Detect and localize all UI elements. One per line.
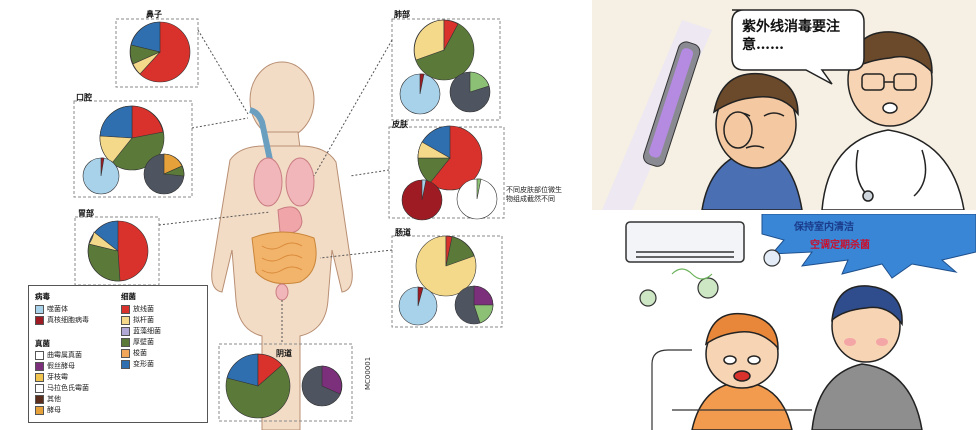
uv-lamp [602,20,712,210]
uv-cartoon-artwork [592,0,976,210]
stomach-pie [87,220,149,282]
legend-label: 蓝藻细菌 [133,327,161,335]
legend-swatch [121,326,130,336]
speech-bubble-text: 紫外线消毒要注意…… [742,19,840,53]
intestine-pie-bacteria [415,235,477,297]
legend-item: 曲霉属真菌 [35,350,82,360]
diagram-artwork [73,18,505,430]
nose-pie [129,21,191,83]
legend-label: 梭菌 [133,349,147,357]
skin-pie-fungi [456,178,498,220]
legend-label: 变形菌 [133,360,154,368]
legend-swatch [35,350,44,360]
vagina-pie-bacteria [225,353,291,419]
lung-label: 肺部 [394,10,410,19]
germ-icons [639,249,781,307]
legend-swatch [35,394,44,404]
legend-label: 马拉色氏霉菌 [47,384,89,392]
legend-label: 芽枝霉 [47,373,68,381]
legend-item: 其他 [35,394,61,404]
legend-swatch [121,337,130,347]
legend-swatch [121,359,130,369]
oral-pie-bacteria [99,105,165,171]
skin-pie-bacteria [417,125,483,191]
legend-label: 其他 [47,395,61,403]
air-conditioner-cartoon: 保持室内清洁 空调定期杀菌 [612,214,976,430]
legend-item: 变形菌 [121,359,154,369]
legend-item: 假丝酵母 [35,361,75,371]
girl-character [691,312,793,430]
doctor-character [821,31,965,210]
legend-label: 假丝酵母 [47,362,75,370]
legend-label: 厚壁菌 [133,338,154,346]
legend-item: 酵母 [35,405,61,415]
legend-item: 芽枝霉 [35,372,68,382]
oral-pie-virus [82,157,120,195]
legend-label: 真核细胞病毒 [47,316,89,324]
skin-note: 不同皮肤部位微生物组成截然不同 [506,186,562,203]
tip-sign-line2: 空调定期杀菌 [810,240,870,251]
legend: 病毒 噬菌体 真核细胞病毒 真菌 曲霉属真菌 假丝酵母 芽枝霉 马拉色氏霉菌 其… [28,285,208,423]
skin-label: 皮肤 [392,120,408,129]
lung-pie-bacteria [413,19,475,81]
legend-item: 梭菌 [121,348,147,358]
air-conditioner-unit [625,221,745,263]
intestine-pie-fungi [454,285,494,325]
legend-fungi-title: 真菌 [35,339,50,348]
vagina-label: 阴道 [276,349,292,358]
lung-pie-fungi [449,71,491,113]
legend-bacteria-title: 细菌 [121,292,136,301]
connector-lines [158,29,393,344]
intestine-pie-virus [398,286,438,326]
boy-character [701,72,803,210]
legend-swatch [35,405,44,415]
panel-boxes [73,18,505,422]
mother-character [811,285,923,430]
legend-label: 拟杆菌 [133,316,154,324]
stomach-label: 胃部 [78,209,94,218]
tip-sign-line1: 保持室内清洁 [794,222,854,233]
legend-swatch [35,383,44,393]
bed [651,349,812,430]
speech-bubble [731,9,865,85]
legend-swatch [35,361,44,371]
legend-item: 拟杆菌 [121,315,154,325]
intestine-label: 肠道 [395,228,411,237]
vagina-pie-fungi [301,365,343,407]
organs [249,107,317,301]
legend-virus-title: 病毒 [35,292,50,301]
legend-item: 马拉色氏霉菌 [35,383,89,393]
oral-label: 口腔 [76,93,92,102]
legend-item: 真核细胞病毒 [35,315,89,325]
nose-label: 鼻子 [146,10,162,19]
legend-item: 噬菌体 [35,304,68,314]
legend-swatch [121,304,130,314]
skin-pie-virus [401,179,443,221]
oral-pie-fungi [143,153,185,195]
legend-swatch [121,348,130,358]
legend-swatch [35,372,44,382]
legend-label: 放线菌 [133,305,154,313]
figure-code: MC00001 [364,356,372,390]
legend-label: 曲霉属真菌 [47,351,82,359]
legend-item: 厚壁菌 [121,337,154,347]
legend-swatch [121,315,130,325]
legend-swatch [35,304,44,314]
legend-item: 放线菌 [121,304,154,314]
lung-pie-virus [399,73,441,115]
legend-label: 酵母 [47,406,61,414]
legend-swatch [35,315,44,325]
ac-cartoon-artwork [612,214,976,430]
legend-label: 噬菌体 [47,305,68,313]
tip-sign [761,214,976,279]
legend-item: 蓝藻细菌 [121,326,161,336]
microbiome-diagram: 鼻子 口腔 胃部 肺部 皮肤 肠道 阴道 不同皮肤部位微生物组成截然不同 MC0… [28,10,562,430]
uv-disinfection-cartoon: 紫外线消毒要注意…… [592,0,976,210]
